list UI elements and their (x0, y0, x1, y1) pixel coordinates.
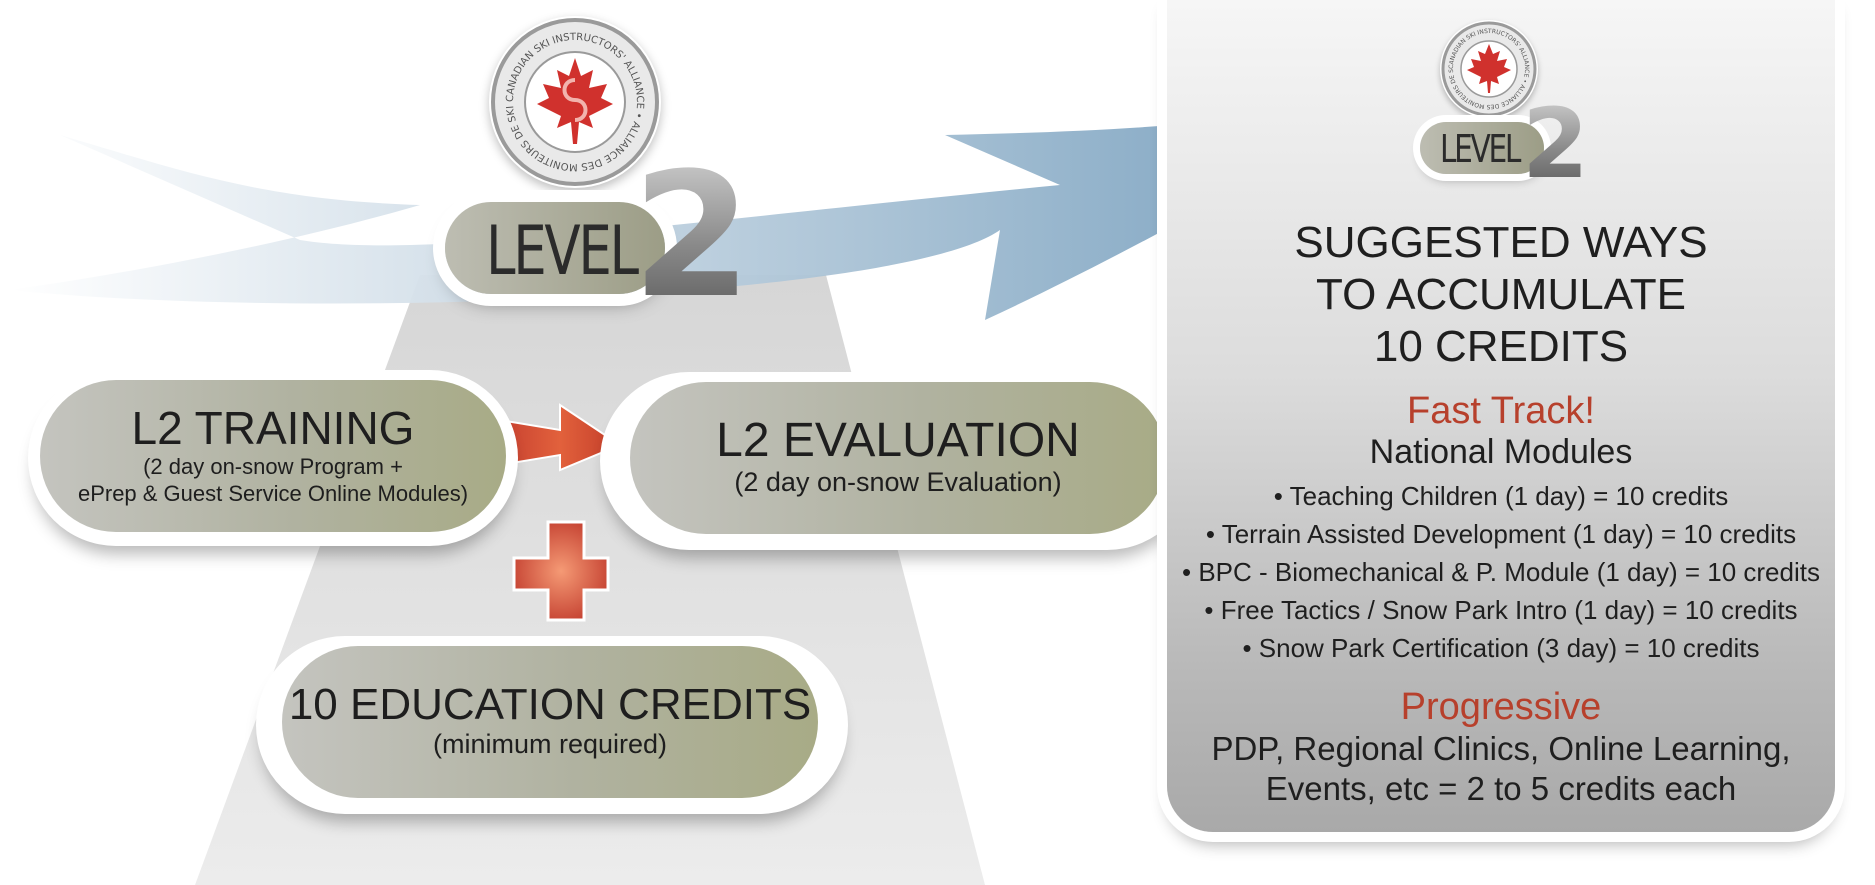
national-modules-heading: National Modules (1369, 433, 1633, 471)
training-subtitle-line1: (2 day on-snow Program + (143, 453, 403, 479)
evaluation-subtitle: (2 day on-snow Evaluation) (734, 467, 1062, 498)
fast-track-heading: Fast Track! (1407, 390, 1595, 432)
progressive-line2: Events, etc = 2 to 5 credits each (1265, 770, 1737, 807)
level-badge-number: 2 (632, 135, 752, 336)
progressive-line1: PDP, Regional Clinics, Online Learning, (1211, 730, 1791, 767)
module-item-snow-park: • Snow Park Certification (3 day) = 10 c… (1242, 633, 1760, 663)
module-item-free-tactics: • Free Tactics / Snow Park Intro (1 day)… (1204, 595, 1798, 625)
level-badge-word: LEVEL (486, 212, 639, 291)
training-title: L2 TRAINING (131, 402, 415, 455)
panel-heading-line1: SUGGESTED WAYS (1294, 218, 1708, 267)
csia-logo-small: CANADIAN SKI INSTRUCTORS' ALLIANCE • ALL… (1438, 15, 1538, 118)
training-subtitle-line2: ePrep & Guest Service Online Modules) (77, 481, 469, 507)
progressive-heading: Progressive (1400, 686, 1602, 728)
level-badge-small-number: 2 (1522, 88, 1589, 200)
credits-pill: 10 EDUCATION CREDITS (minimum required) (282, 646, 818, 798)
training-pill: L2 TRAINING (2 day on-snow Program + ePr… (40, 380, 506, 532)
csia-logo: CANADIAN SKI INSTRUCTORS' ALLIANCE • ALL… (485, 8, 661, 188)
credits-subtitle: (minimum required) (432, 729, 668, 760)
evaluation-title: L2 EVALUATION (716, 413, 1080, 467)
plus-shape (512, 520, 610, 622)
module-item-bpc: • BPC - Biomechanical & P. Module (1 day… (1182, 557, 1820, 587)
panel-heading-line3: 10 CREDITS (1373, 322, 1629, 371)
credits-info-panel: CANADIAN SKI INSTRUCTORS' ALLIANCE • ALL… (1167, 0, 1835, 832)
panel-heading-line2: TO ACCUMULATE (1316, 270, 1686, 319)
credits-title: 10 EDUCATION CREDITS (288, 680, 812, 730)
evaluation-pill: L2 EVALUATION (2 day on-snow Evaluation) (630, 382, 1166, 534)
maple-leaf-small-icon (1467, 44, 1511, 93)
level-badge (445, 202, 665, 294)
module-item-teaching-children: • Teaching Children (1 day) = 10 credits (1273, 481, 1729, 511)
level-badge-small-word: LEVEL (1440, 127, 1521, 171)
module-item-terrain-assisted: • Terrain Assisted Development (1 day) =… (1205, 519, 1797, 549)
level-badge-small (1420, 122, 1544, 174)
